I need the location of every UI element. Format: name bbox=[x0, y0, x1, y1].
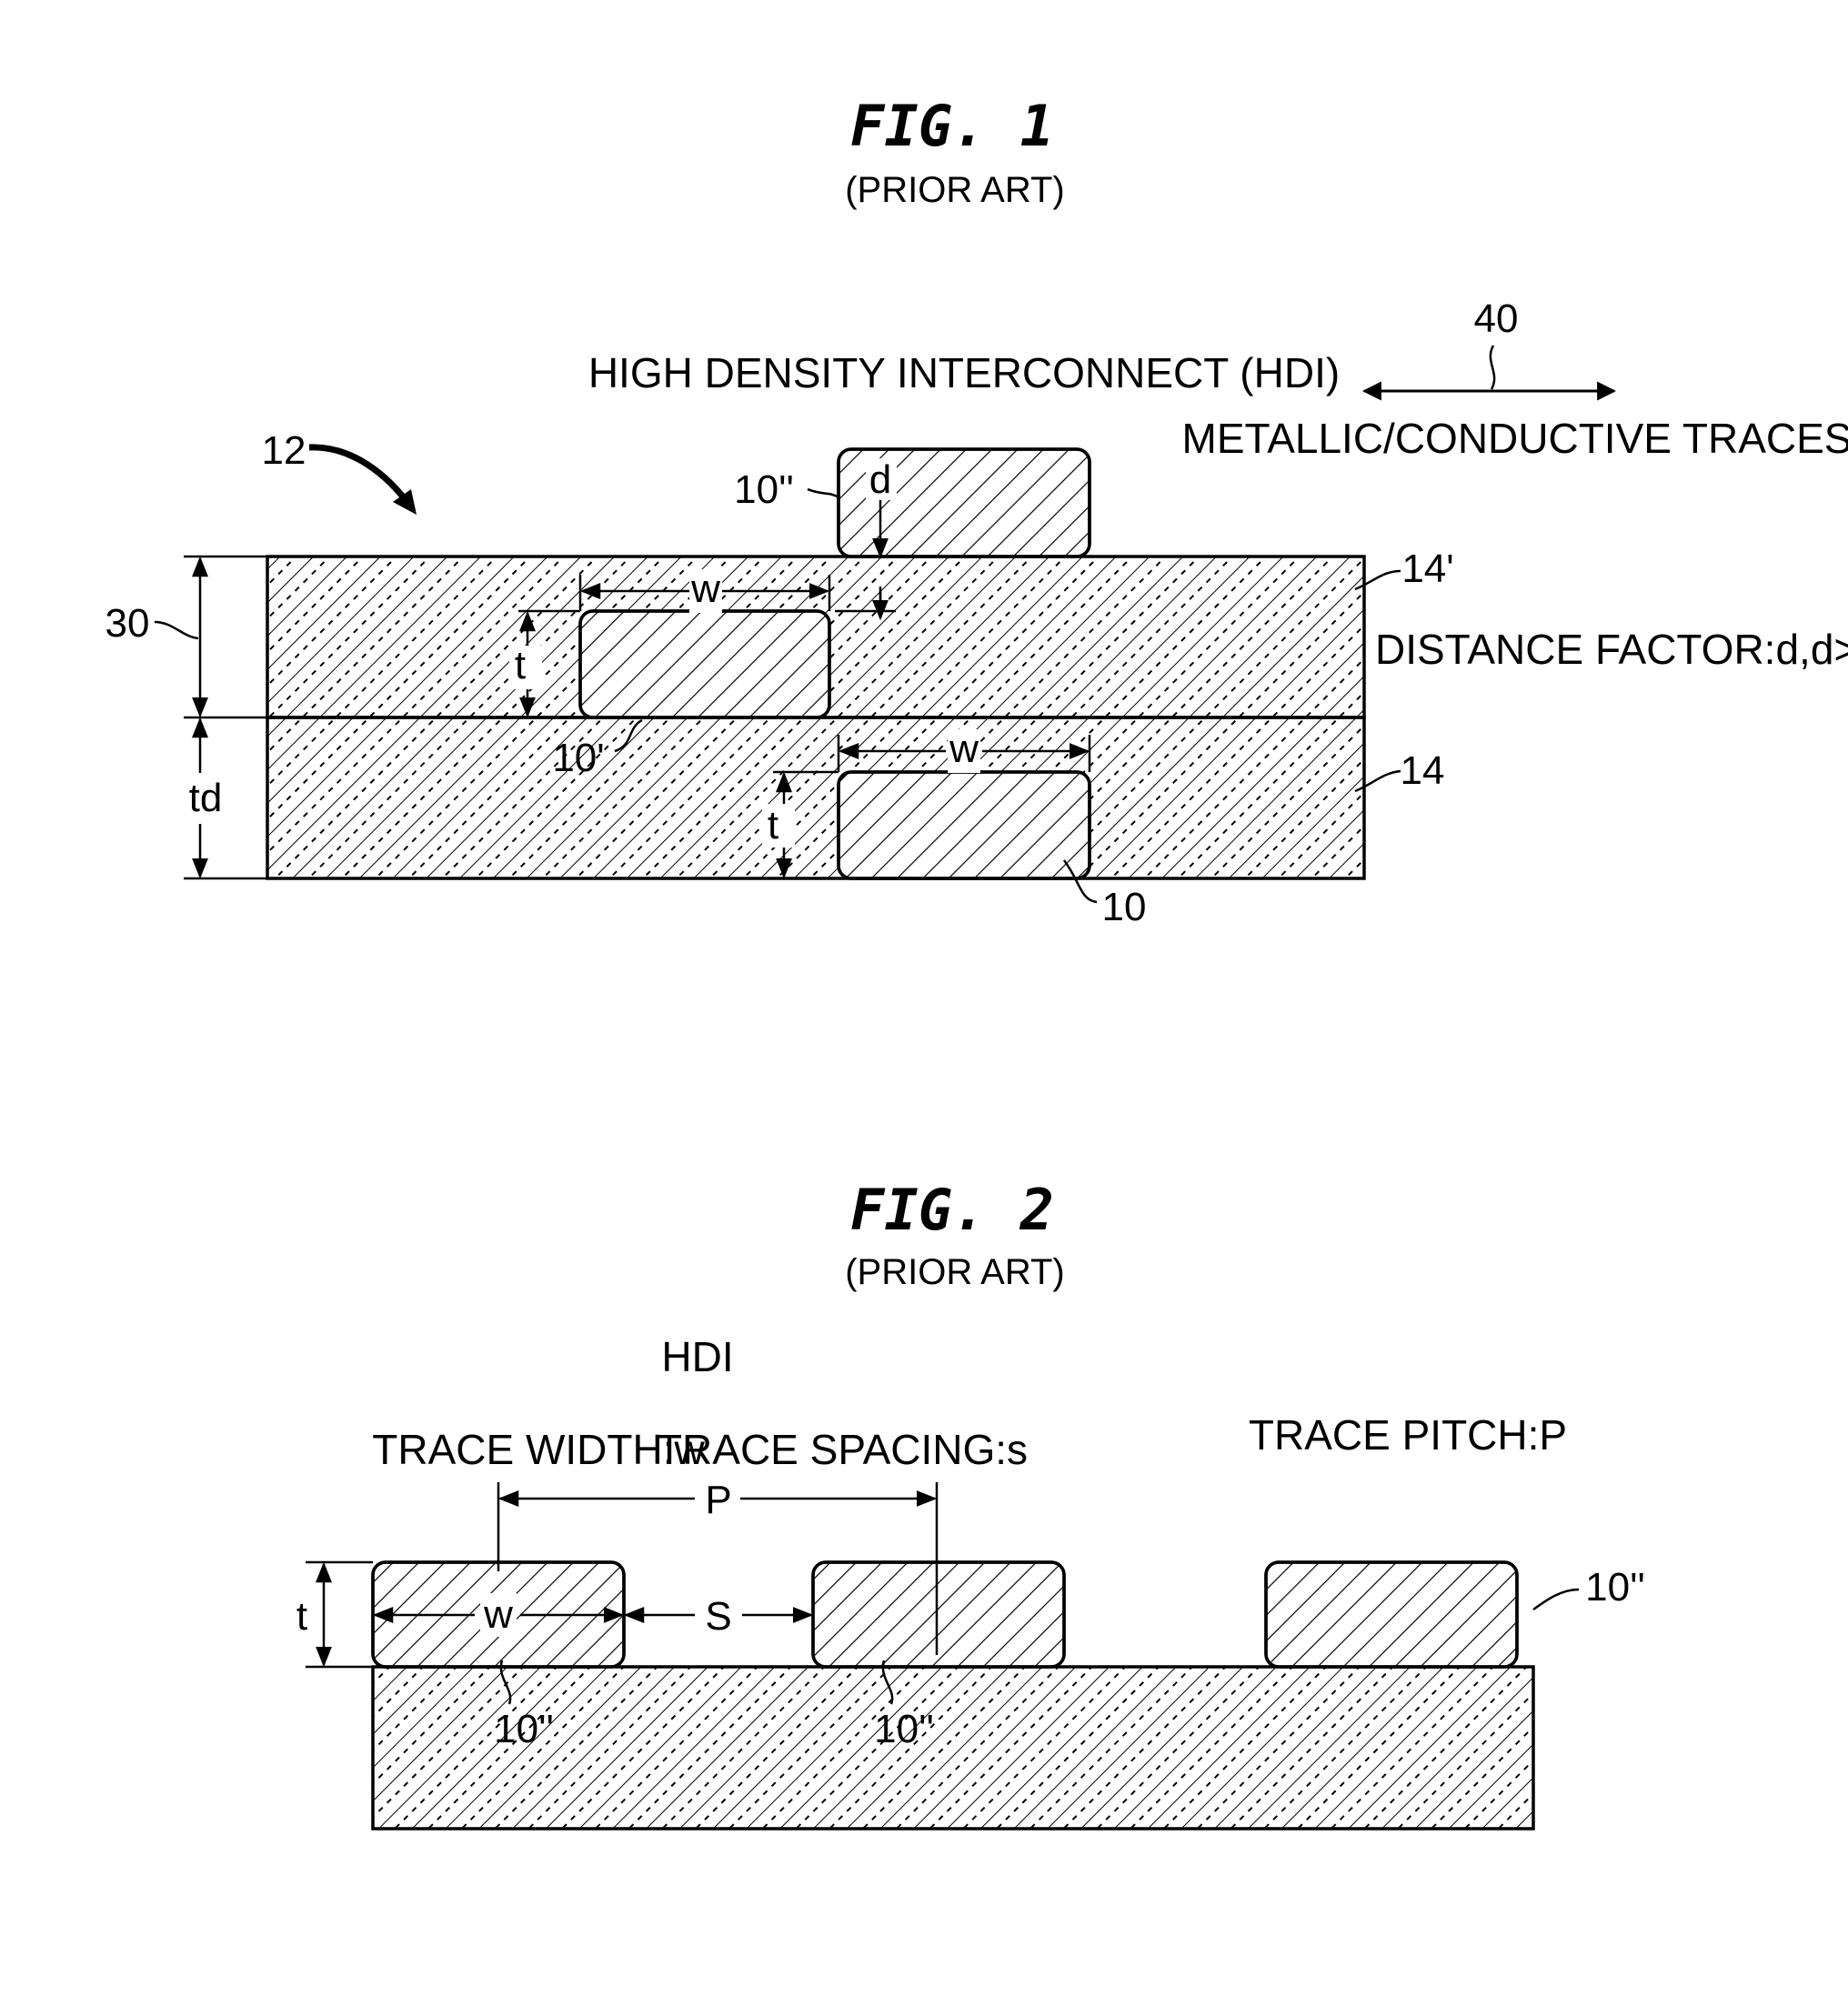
dim-w: w bbox=[483, 1592, 513, 1637]
ref-12-arrow bbox=[309, 447, 411, 507]
ref-40-leader bbox=[1491, 346, 1494, 389]
ref-10-double-prime-c: 10'' bbox=[1585, 1565, 1645, 1610]
ref-12: 12 bbox=[262, 428, 306, 473]
fig1-subtitle: (PRIOR ART) bbox=[845, 170, 1065, 210]
dim-P: P bbox=[705, 1478, 731, 1522]
ref-10-double-prime-leader bbox=[808, 489, 840, 498]
ref-14: 14 bbox=[1401, 748, 1445, 793]
dielectric-layer-14 bbox=[267, 717, 1364, 878]
trace-width-label: TRACE WIDTH:w bbox=[372, 1426, 705, 1473]
fig1-title: FIG. 1 bbox=[850, 93, 1054, 159]
fig2-subtitle: (PRIOR ART) bbox=[845, 1252, 1065, 1292]
dim-s: S bbox=[705, 1594, 731, 1639]
distance-factor-label: DISTANCE FACTOR:d,d>0 bbox=[1375, 626, 1848, 673]
ref-10: 10 bbox=[1102, 885, 1147, 929]
ref-10-double-prime-a: 10'' bbox=[494, 1707, 554, 1751]
fig2-title: FIG. 2 bbox=[850, 1177, 1054, 1243]
dim-d: d bbox=[869, 457, 891, 502]
fig1-caption: HIGH DENSITY INTERCONNECT (HDI) bbox=[588, 349, 1340, 396]
trace-pitch-label: TRACE PITCH:P bbox=[1249, 1411, 1567, 1459]
ref-40: 40 bbox=[1474, 296, 1519, 341]
figure-1: FIG. 1 (PRIOR ART) HIGH DENSITY INTERCON… bbox=[105, 93, 1848, 929]
dim-t-upper: t bbox=[515, 643, 526, 687]
fig2-caption: HDI bbox=[661, 1333, 733, 1380]
fig2-trace-2 bbox=[813, 1562, 1064, 1667]
fig2-trace-3 bbox=[1266, 1562, 1517, 1667]
trace-10 bbox=[839, 772, 1090, 878]
traces-label: METALLIC/CONDUCTIVE TRACES bbox=[1182, 415, 1848, 462]
ref-10-double-prime-b: 10'' bbox=[874, 1707, 934, 1751]
ref-10-double-prime: 10'' bbox=[734, 467, 794, 512]
ref-10-double-prime-c-leader bbox=[1533, 1590, 1579, 1610]
ref-30-leader bbox=[155, 622, 198, 638]
dim-t: t bbox=[296, 1594, 307, 1639]
ref-14-prime: 14' bbox=[1401, 547, 1453, 591]
dim-td: td bbox=[189, 776, 223, 820]
dim-t-lower: t bbox=[768, 803, 778, 848]
figure-2: FIG. 2 (PRIOR ART) HDI TRACE WIDTH:w TRA… bbox=[296, 1177, 1645, 1829]
dim-w-lower: w bbox=[949, 727, 979, 771]
trace-spacing-label: TRACE SPACING:s bbox=[657, 1426, 1028, 1473]
ref-10-prime: 10' bbox=[552, 736, 604, 780]
trace-10-prime bbox=[580, 611, 829, 717]
ref-30: 30 bbox=[105, 601, 150, 646]
dim-w-upper: w bbox=[690, 567, 720, 611]
